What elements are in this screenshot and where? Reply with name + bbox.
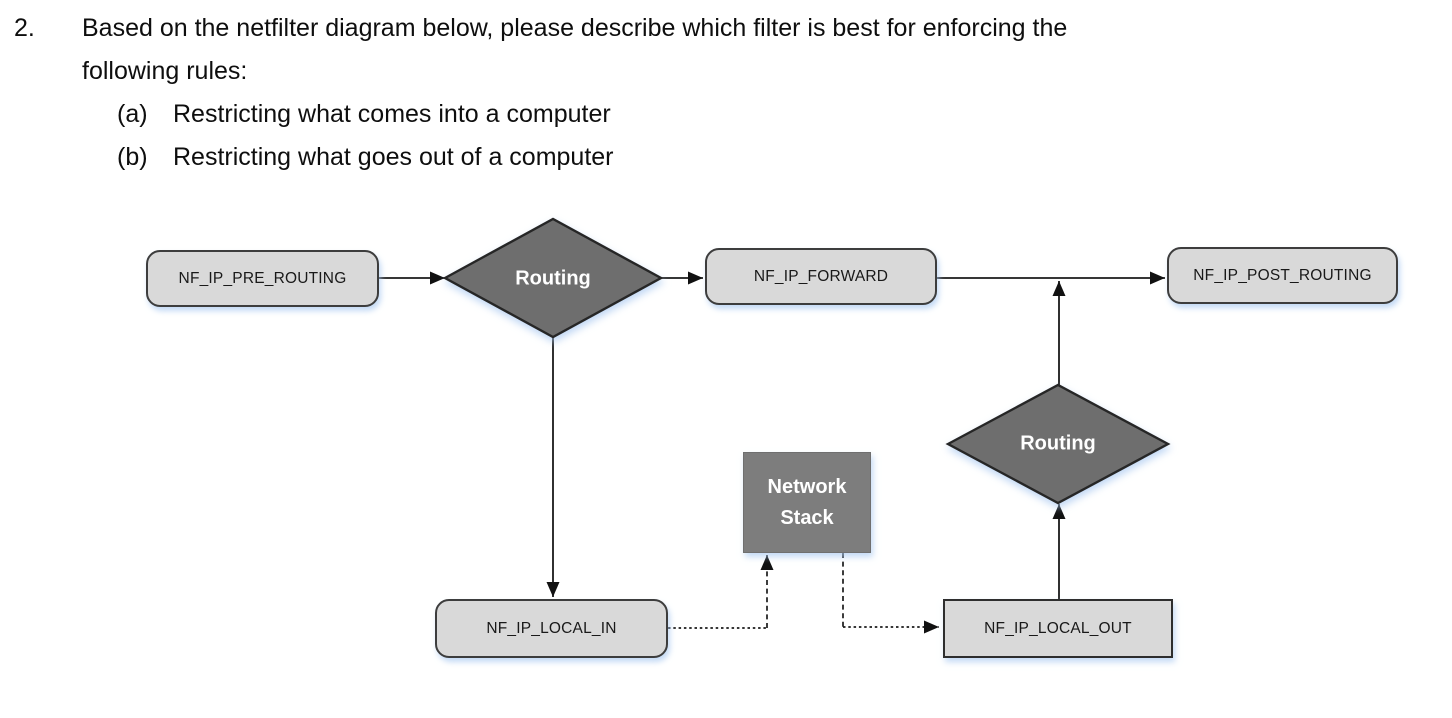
node-nf-ip-local-in-label: NF_IP_LOCAL_IN	[486, 619, 617, 637]
node-nf-ip-pre-routing-label: NF_IP_PRE_ROUTING	[178, 269, 347, 287]
question-item-b-text: Restricting what goes out of a computer	[173, 143, 614, 171]
routing1-label: Routing	[515, 267, 591, 290]
node-nf-ip-local-in: NF_IP_LOCAL_IN	[435, 599, 668, 658]
routing2-diamond	[945, 383, 1171, 505]
question-line-2: following rules:	[82, 57, 248, 85]
question-item-a-label: (a)	[117, 100, 148, 128]
node-network-stack: Network Stack	[743, 452, 871, 553]
question-item-b-label: (b)	[117, 143, 148, 171]
node-nf-ip-forward-label: NF_IP_FORWARD	[753, 267, 889, 285]
node-nf-ip-local-out-label: NF_IP_LOCAL_OUT	[984, 619, 1132, 637]
node-nf-ip-post-routing-label: NF_IP_POST_ROUTING	[1193, 266, 1372, 284]
node-nf-ip-forward: NF_IP_FORWARD	[705, 248, 937, 305]
question-number: 2.	[14, 14, 35, 42]
question-line-1: Based on the netfilter diagram below, pl…	[82, 14, 1068, 42]
node-network-stack-label: Network Stack	[767, 475, 847, 529]
node-nf-ip-post-routing: NF_IP_POST_ROUTING	[1167, 247, 1398, 304]
routing1-diamond	[442, 217, 664, 339]
routing2-label: Routing	[1020, 432, 1096, 455]
node-nf-ip-local-out: NF_IP_LOCAL_OUT	[943, 599, 1173, 658]
question-item-a-text: Restricting what comes into a computer	[173, 100, 611, 128]
node-nf-ip-pre-routing: NF_IP_PRE_ROUTING	[146, 250, 379, 307]
